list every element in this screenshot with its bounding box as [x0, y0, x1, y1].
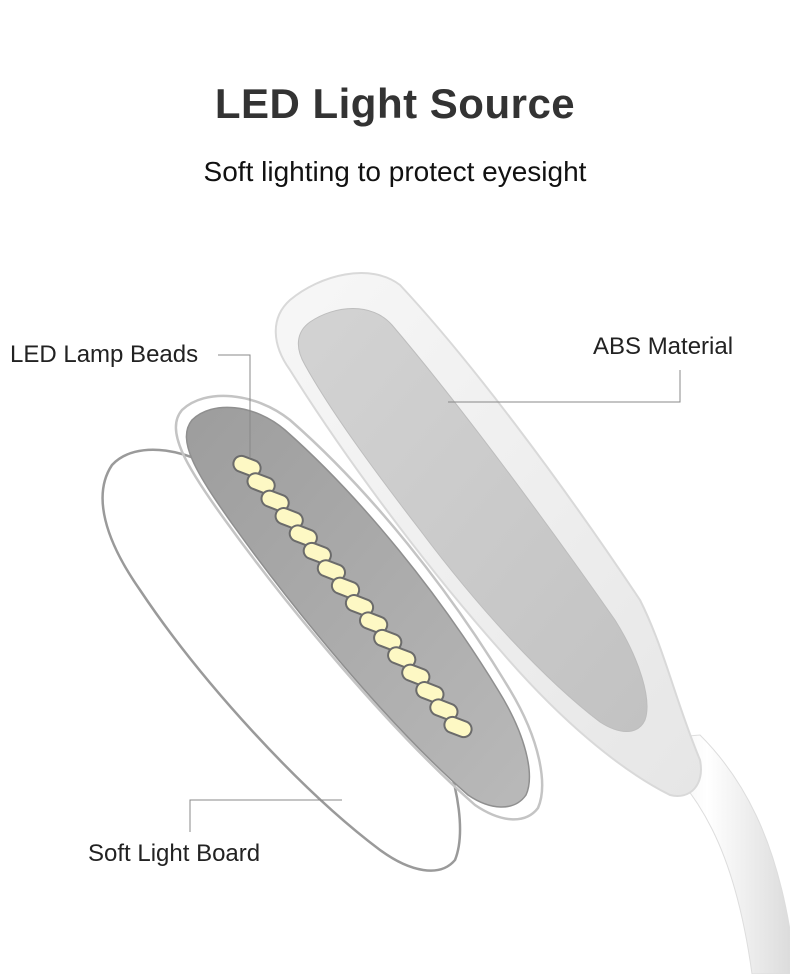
page-title: LED Light Source — [214, 80, 576, 127]
led-bead — [288, 524, 318, 547]
callout-abs-material: ABS Material — [593, 333, 734, 360]
led-bead — [302, 541, 332, 565]
callout-led-lamp-beads: LED Lamp Beads — [10, 341, 199, 368]
page-subtitle: Soft lighting to protect eyesight — [203, 156, 587, 187]
led-bead — [274, 507, 304, 530]
led-bead — [260, 489, 290, 512]
led-bead — [443, 715, 473, 739]
led-bead-row — [232, 454, 473, 739]
led-panel-cover — [174, 394, 544, 821]
led-bead — [401, 663, 431, 686]
led-bead — [330, 576, 361, 599]
callout-soft-light-board: Soft Light Board — [88, 840, 261, 867]
led-bead — [344, 594, 375, 617]
led-bead — [316, 559, 347, 582]
leader-line-abs-material — [448, 370, 681, 403]
gooseneck-arm — [638, 734, 790, 974]
led-bead — [373, 628, 403, 652]
led-bead — [415, 681, 445, 704]
led-bead — [387, 646, 417, 669]
led-bead — [246, 472, 276, 495]
leader-line-lamp-beads — [218, 354, 251, 458]
abs-housing-recess — [297, 308, 648, 732]
leader-line-soft-light-board — [189, 799, 342, 832]
led-bead — [429, 698, 459, 721]
led-bead — [358, 611, 389, 634]
led-bead — [232, 454, 262, 478]
